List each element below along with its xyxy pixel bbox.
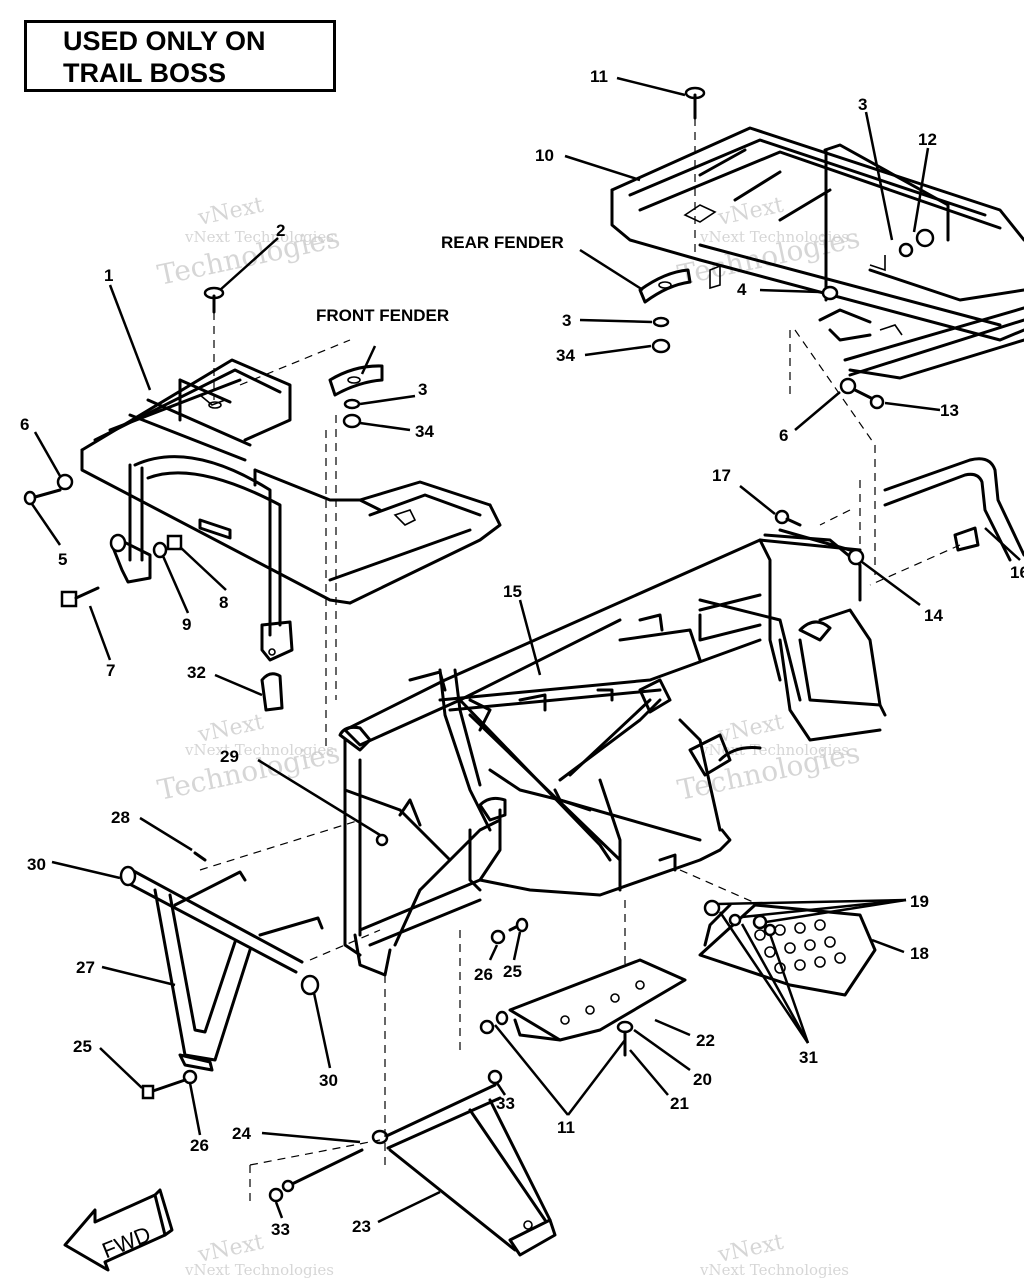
callout-25: 25 [503, 962, 522, 981]
callout-4: 4 [737, 280, 747, 299]
trail-boss-note: USED ONLY ON TRAIL BOSS [24, 20, 336, 92]
rear-rack [610, 126, 1024, 380]
callout-20: 20 [693, 1070, 712, 1089]
callout-32: 32 [187, 663, 206, 682]
watermark-line: vNext Technologies [184, 741, 334, 759]
assembly-lines [199, 329, 961, 1205]
lower-a-frame [141, 1069, 557, 1257]
callout-3: 3 [562, 311, 571, 330]
watermarks: vNext vNext Technologies Technologies vN… [155, 193, 863, 1279]
front-fender [328, 364, 384, 429]
callout-24: 24 [232, 1124, 251, 1143]
callout-14: 14 [924, 606, 943, 625]
callout-30: 30 [319, 1071, 338, 1090]
callout-29: 29 [220, 747, 239, 766]
watermark-line: vNext Technologies [184, 1261, 334, 1279]
callout-8: 8 [219, 593, 228, 612]
watermark-line: vNext Technologies [699, 228, 849, 246]
callout-9: 9 [182, 615, 191, 634]
callout-21: 21 [670, 1094, 689, 1113]
callout-23: 23 [352, 1217, 371, 1236]
callout-11: 11 [590, 67, 608, 86]
callout-3: 3 [418, 380, 427, 399]
note-line-1: USED ONLY ON [63, 26, 266, 56]
callout-2: 2 [276, 221, 285, 240]
callout-34: 34 [556, 346, 575, 365]
callout-31: 31 [799, 1048, 818, 1067]
footrest-holes [754, 919, 846, 974]
callout-15: 15 [503, 582, 522, 601]
callout-10: 10 [535, 146, 554, 165]
rear-hardware [651, 86, 935, 410]
callout-13: 13 [940, 401, 959, 420]
footrest-plates [479, 899, 877, 1057]
callout-33: 33 [271, 1220, 290, 1239]
callout-26: 26 [474, 965, 493, 984]
callout-6: 6 [20, 415, 29, 434]
callout-25: 25 [73, 1037, 92, 1056]
watermark-brand: vNext [195, 193, 266, 231]
callout-19: 19 [910, 892, 929, 911]
callout-17: 17 [712, 466, 731, 485]
front-bumper-assembly [119, 865, 324, 1072]
front-fender-label: FRONT FENDER [316, 306, 449, 325]
callout-22: 22 [696, 1031, 715, 1050]
watermark-line: vNext Technologies [184, 228, 334, 246]
note-line-2: TRAIL BOSS [63, 58, 227, 88]
rear-fender-label: REAR FENDER [441, 233, 564, 252]
mid-hardware [193, 833, 529, 945]
callout-6: 6 [779, 426, 788, 445]
callout-3: 3 [858, 95, 867, 114]
watermark-line: vNext Technologies [699, 1261, 849, 1279]
rear-fender [638, 268, 692, 304]
callout-30: 30 [27, 855, 46, 874]
callout-1: 1 [104, 266, 113, 285]
callout-18: 18 [910, 944, 929, 963]
fwd-label: FWD [98, 1221, 154, 1263]
watermark-brand: vNext [715, 193, 786, 231]
callout-12: 12 [918, 130, 937, 149]
leader-lines [30, 76, 1021, 1224]
front-rack [80, 358, 502, 637]
callout-26: 26 [190, 1136, 209, 1155]
callout-5: 5 [58, 550, 67, 569]
watermark-line: vNext Technologies [699, 741, 849, 759]
callout-28: 28 [111, 808, 130, 827]
callout-7: 7 [106, 661, 115, 680]
fwd-arrow: FWD [63, 1188, 174, 1272]
grab-bar [774, 457, 1024, 566]
callout-numbers: 11 3 12 10 4 3 34 13 6 2 1 3 34 6 5 8 9 … [20, 67, 1024, 1239]
callout-16: 16 [1010, 563, 1024, 582]
callout-27: 27 [76, 958, 95, 977]
callout-33: 33 [496, 1094, 515, 1113]
callout-11: 11 [557, 1118, 575, 1137]
front-hardware [23, 286, 225, 608]
main-frame [338, 528, 887, 977]
callout-34: 34 [415, 422, 434, 441]
front-rack-brackets [109, 533, 294, 712]
